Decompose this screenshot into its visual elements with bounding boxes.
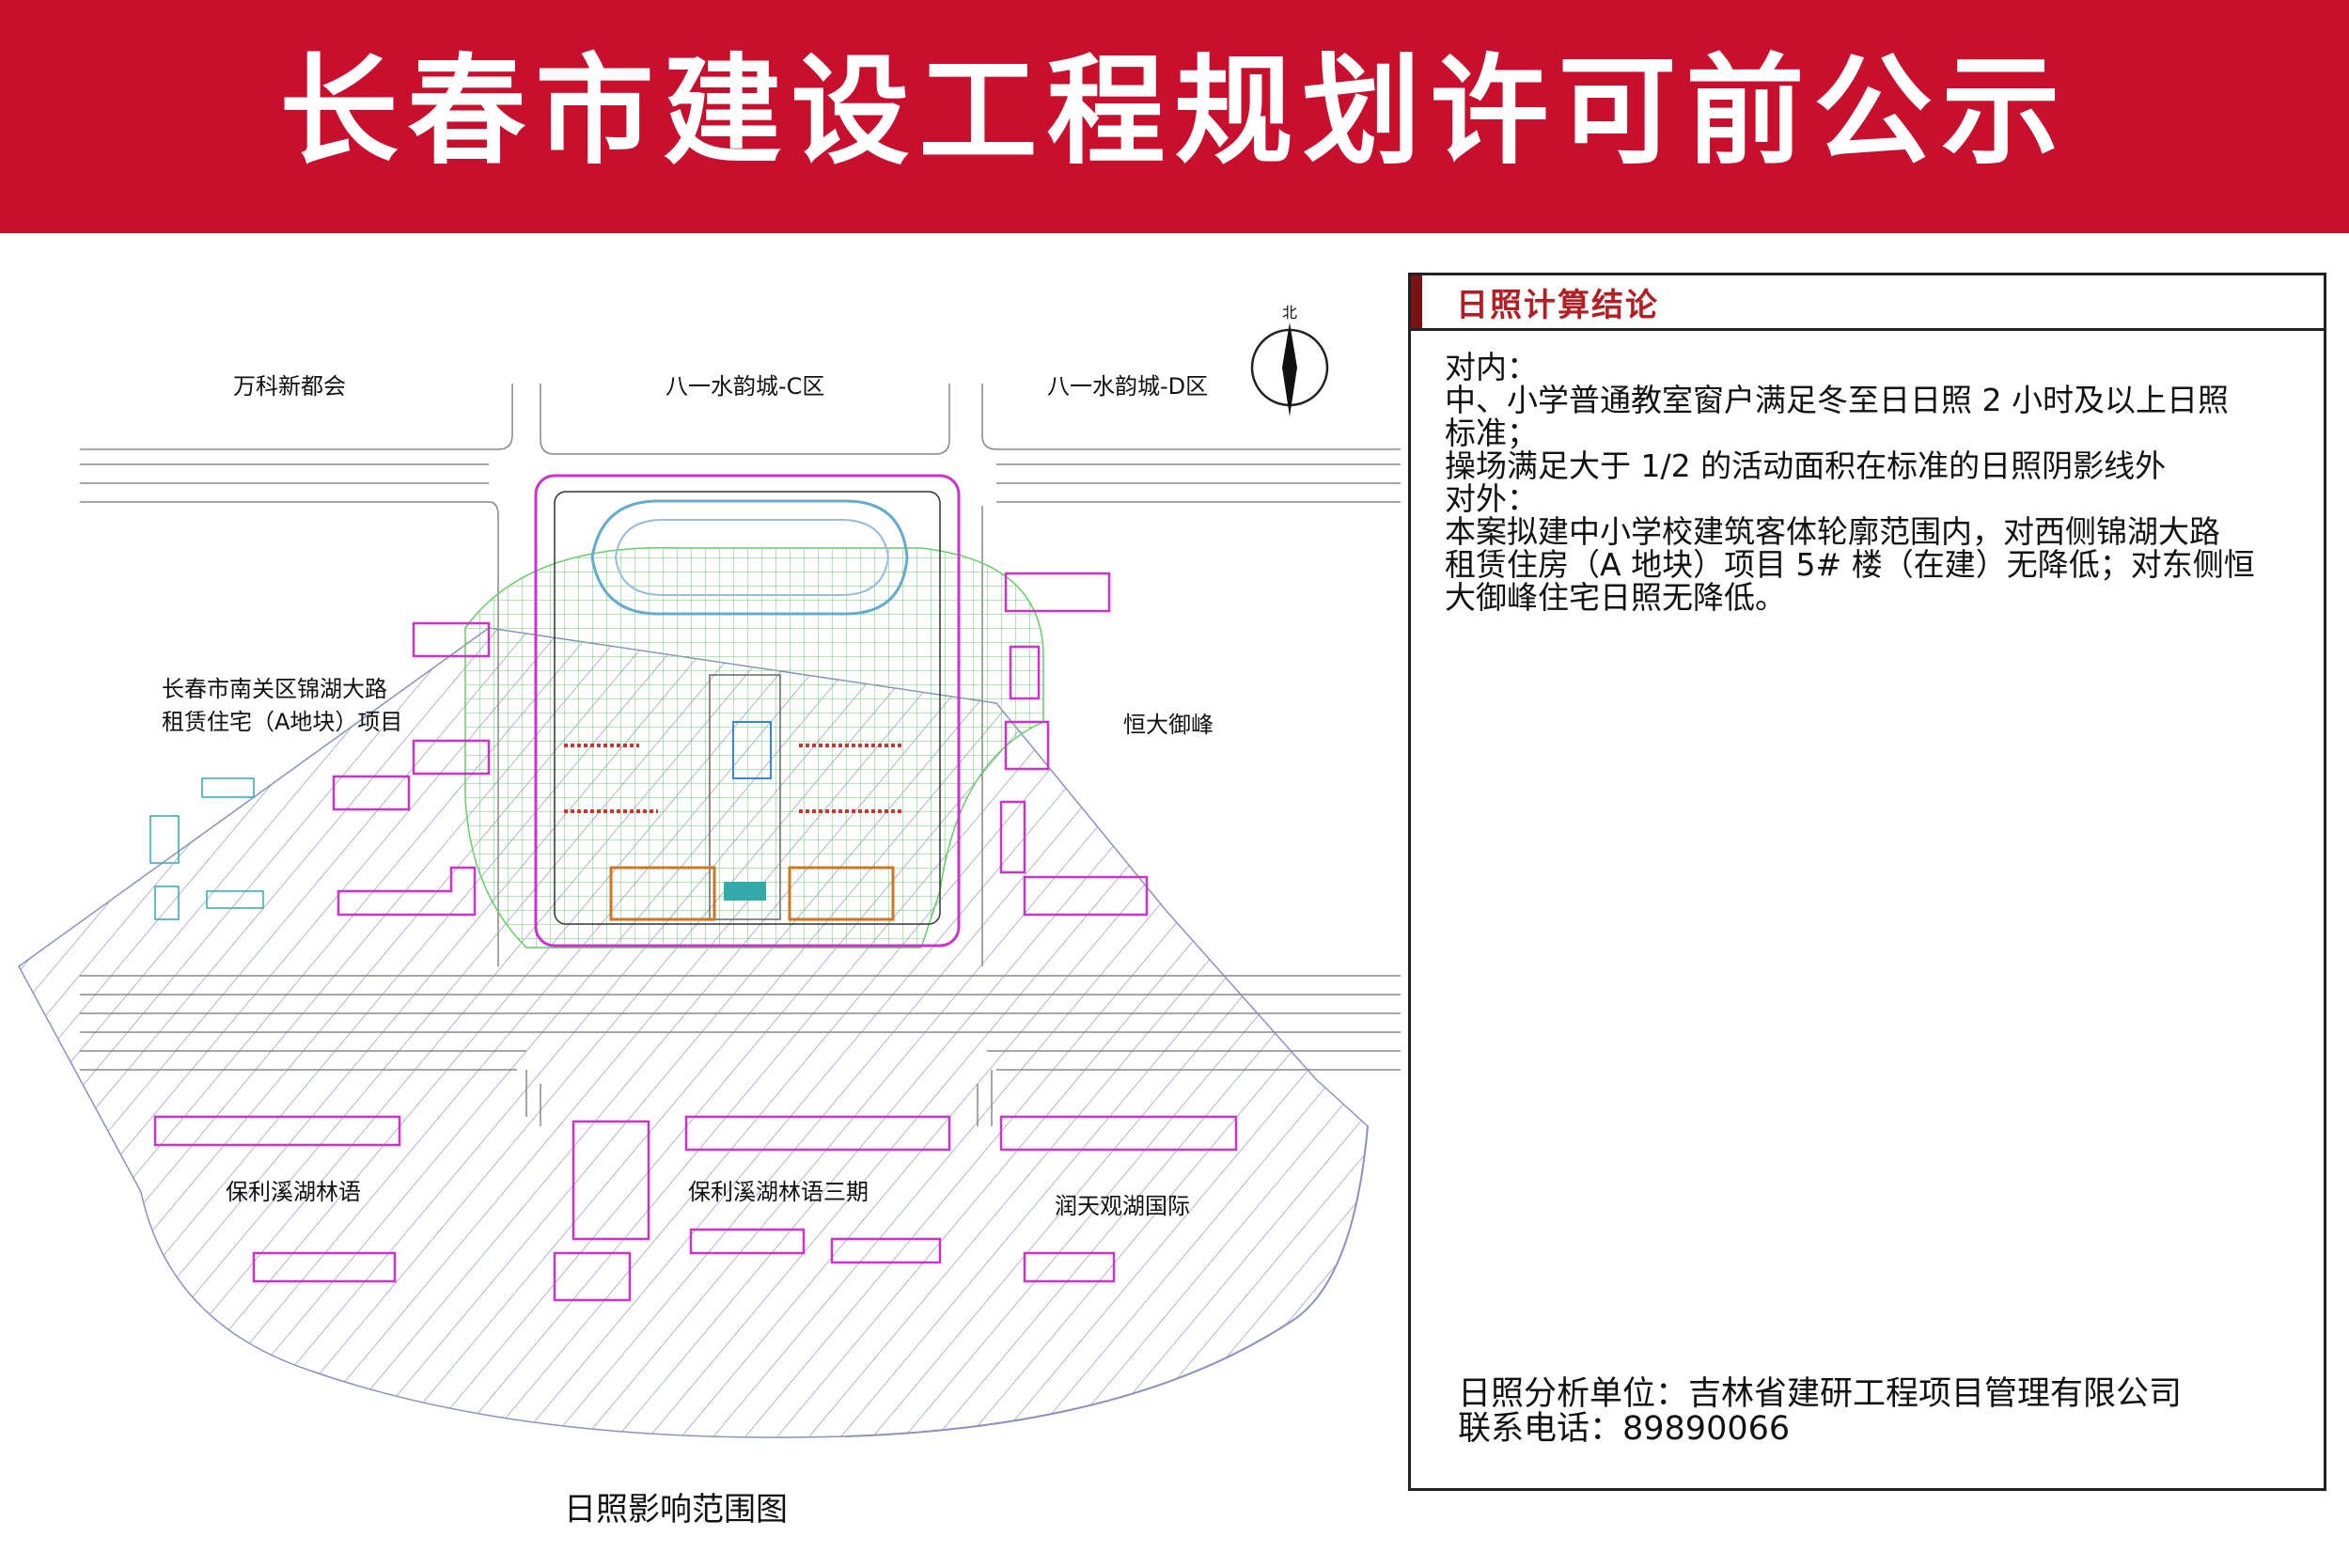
- neighboring-buildings: [153, 572, 1238, 1302]
- label-vanke: 万科新都会: [233, 373, 346, 400]
- header-accent-bar: [1411, 275, 1422, 328]
- label-baoli-3: 保利溪湖林语三期: [688, 1179, 869, 1205]
- label-hengda: 恒大御峰: [1123, 712, 1214, 738]
- conclusion-line: 标准；: [1445, 415, 1538, 451]
- conclusion-body: 对内： 中、小学普通教室窗户满足冬至日日照 2 小时及以上日照 标准； 操场满足…: [1445, 351, 2310, 614]
- conclusion-footer: 日照分析单位：吉林省建研工程项目管理有限公司 联系电话：89890066: [1458, 1377, 2304, 1447]
- conclusion-line: 中、小学普通教室窗户满足冬至日日照 2 小时及以上日照: [1445, 382, 2229, 418]
- site-plan-drawing: 北: [18, 304, 1401, 1438]
- label-bayi-d: 八一水韵城-D区: [1047, 373, 1209, 400]
- contact-phone: 联系电话：89890066: [1458, 1410, 1791, 1448]
- banner-title: 长春市建设工程规划许可前公示: [279, 41, 2070, 180]
- analysis-unit: 日照分析单位：吉林省建研工程项目管理有限公司: [1458, 1375, 2183, 1413]
- conclusion-line: 本案拟建中小学校建筑客体轮廓范围内，对西侧锦湖大路: [1445, 513, 2220, 550]
- north-arrow: 北: [1250, 304, 1329, 416]
- north-label: 北: [1282, 304, 1297, 321]
- conclusion-header: 日照计算结论: [1411, 275, 2324, 331]
- conclusion-panel: 日照计算结论 对内： 中、小学普通教室窗户满足冬至日日照 2 小时及以上日照 标…: [1408, 273, 2326, 1491]
- label-runtian: 润天观湖国际: [1055, 1193, 1190, 1219]
- conclusion-title: 日照计算结论: [1456, 287, 1659, 324]
- label-jinhu-line2: 租赁住宅（A地块）项目: [162, 709, 403, 735]
- map-caption: 日照影响范围图: [564, 1491, 788, 1529]
- conclusion-line: 对内：: [1445, 349, 1538, 385]
- sunlight-impact-map: 北 万科新都会 八一水韵城-C区 八一水韵城-D区 长春市南关区锦湖大路 租赁住…: [0, 233, 1401, 1564]
- label-baoli: 保利溪湖林语: [226, 1179, 361, 1205]
- conclusion-line: 对外：: [1445, 480, 1538, 517]
- school-site: [534, 474, 961, 948]
- western-structures: [149, 777, 264, 920]
- conclusion-line: 操场满足大于 1/2 的活动面积在标准的日照阴影线外: [1445, 447, 2167, 484]
- label-bayi-c: 八一水韵城-C区: [666, 373, 825, 400]
- header-banner: 长春市建设工程规划许可前公示: [0, 0, 2349, 233]
- conclusion-line: 租赁住房（A 地块）项目 5# 楼（在建）无降低；对东侧恒: [1445, 546, 2255, 583]
- conclusion-line: 大御峰住宅日照无降低。: [1445, 579, 1786, 616]
- label-jinhu-line1: 长春市南关区锦湖大路: [162, 676, 387, 702]
